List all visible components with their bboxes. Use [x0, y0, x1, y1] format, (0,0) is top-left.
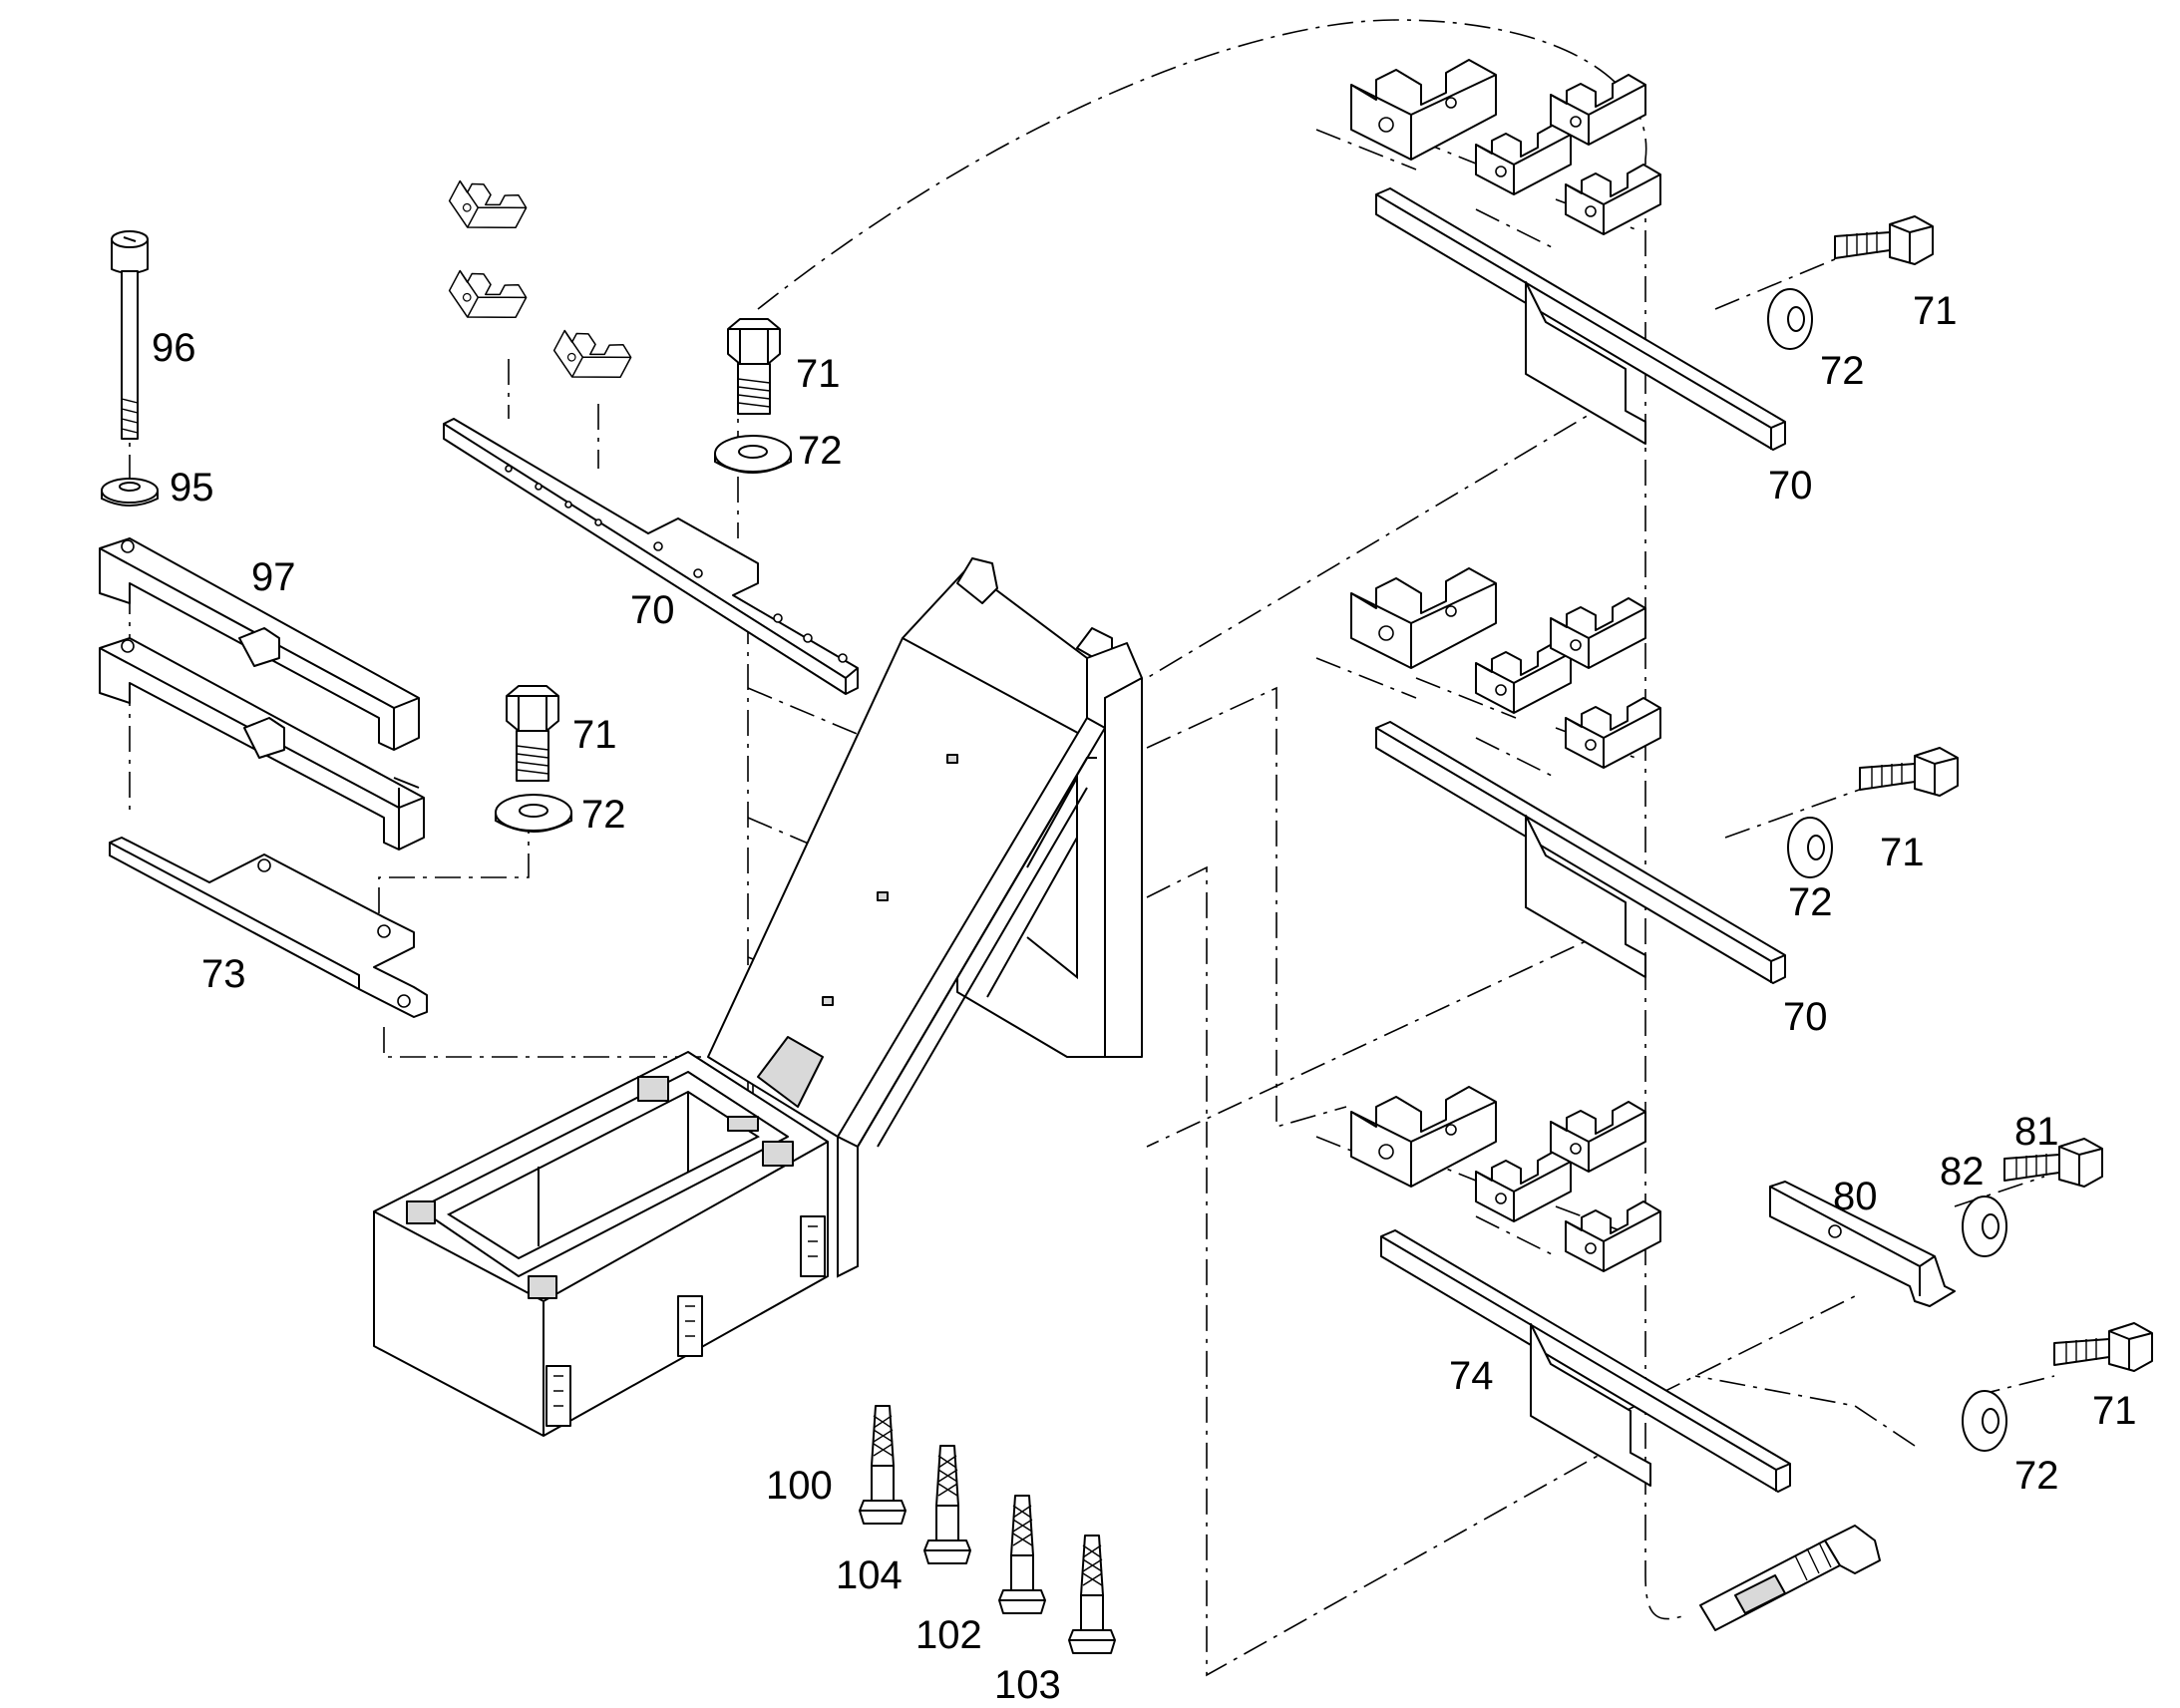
callout-72-e: 72: [2014, 1454, 2059, 1498]
rail-70-top: [1375, 187, 1786, 451]
upper-middle-clamps: [441, 167, 635, 398]
base-box: [373, 1051, 829, 1437]
callout-104: 104: [836, 1553, 903, 1597]
callout-74: 74: [1449, 1354, 1494, 1398]
callout-95: 95: [170, 466, 214, 510]
callout-103: 103: [994, 1663, 1061, 1707]
bolt-71-middle: [1859, 747, 1959, 797]
callout-70-b: 70: [1768, 464, 1813, 508]
callout-71-d: 71: [1880, 831, 1925, 874]
stud-104: [923, 1445, 971, 1564]
callout-96: 96: [152, 326, 196, 370]
bolt-71-top: [1834, 215, 1934, 265]
callout-72-b: 72: [581, 793, 626, 837]
washer-72-mid-upper: [714, 435, 792, 474]
callout-81: 81: [2014, 1110, 2059, 1154]
hinge-plates: [545, 1215, 826, 1427]
callout-80: 80: [1833, 1175, 1878, 1218]
washer-95: [101, 478, 159, 507]
stud-100: [859, 1405, 907, 1525]
callout-97: 97: [251, 555, 296, 599]
washer-72-top: [1767, 288, 1813, 350]
bolt-71-bottom: [2053, 1322, 2153, 1372]
clamp-97: [99, 537, 425, 851]
rail-70-middle: [443, 418, 859, 695]
stud-103: [1068, 1535, 1116, 1654]
callout-72-c: 72: [1820, 349, 1865, 393]
callout-71-a: 71: [796, 352, 841, 396]
callout-71-c: 71: [1913, 289, 1958, 333]
callout-100: 100: [766, 1464, 833, 1508]
callout-70-c: 70: [1783, 995, 1828, 1039]
callout-102: 102: [915, 1613, 982, 1657]
hinged-arm: [707, 557, 1143, 1278]
washer-72-middle: [1787, 817, 1833, 878]
bolt-71-mid-upper: [727, 318, 781, 415]
callout-71-e: 71: [2092, 1389, 2137, 1433]
plate-73: [109, 837, 428, 1018]
callout-70-a: 70: [630, 588, 675, 632]
threaded-rod: [1699, 1525, 1881, 1631]
callout-82: 82: [1940, 1150, 1985, 1194]
rail-74-bottom: [1380, 1229, 1791, 1493]
callout-73: 73: [201, 952, 246, 996]
bolt-71-mid-lower: [506, 685, 559, 782]
stud-102: [998, 1495, 1046, 1614]
callout-labels: 96 95 97 73 71 72 70 71 72 71 72 70 71 7…: [152, 289, 2137, 1707]
callout-71-b: 71: [572, 713, 617, 757]
rail-70-middle-right: [1375, 721, 1786, 984]
washer-72-mid-lower: [495, 794, 572, 833]
callout-72-d: 72: [1788, 880, 1833, 924]
washer-82: [1962, 1196, 2007, 1257]
bracket-80: [1769, 1181, 1956, 1307]
callout-72-a: 72: [798, 429, 843, 473]
long-bolt-96: [111, 230, 149, 440]
washer-72-bottom: [1962, 1390, 2007, 1452]
